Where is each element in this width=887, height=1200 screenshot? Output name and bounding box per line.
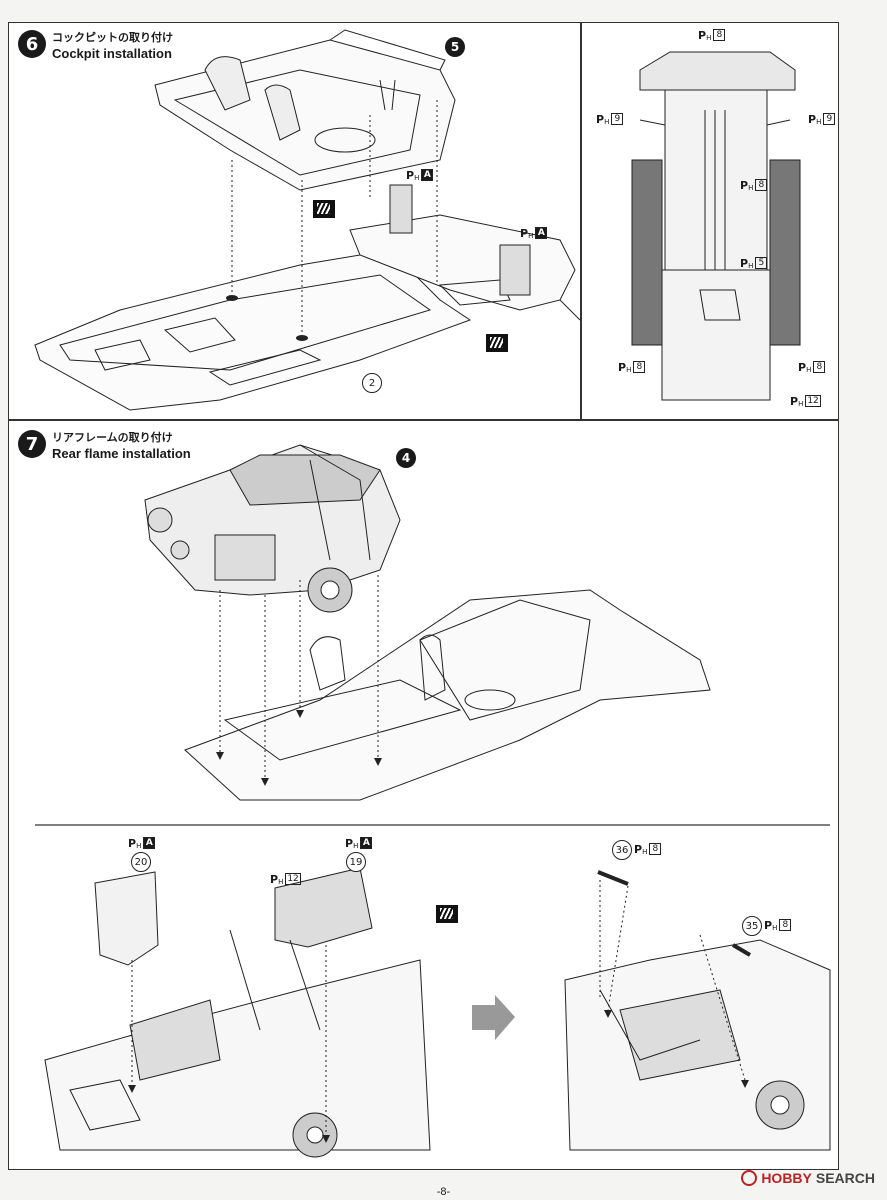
engine-bay-right-illustration [564,870,831,1151]
cement-icon [436,905,458,923]
part-36-callout: 36 [612,840,632,860]
subassembly-4-callout: 4 [396,448,416,468]
hobby-search-watermark: HOBBY SEARCH [741,1170,875,1186]
engine-rear-frame-illustration [144,444,401,613]
step7-title-en: Rear flame installation [52,446,191,461]
watermark-logo-text: HOBBY [761,1170,812,1186]
step7-header: 7 リアフレームの取り付け Rear flame installation [18,430,191,462]
step6-header: 6 コックピットの取り付け Cockpit installation [18,30,173,62]
step6-number: 6 [18,30,46,58]
part-19-callout: 19 [346,852,366,872]
part-35-callout: 35 [742,916,762,936]
chassis-tub-illustration [184,589,711,801]
step7-number: 7 [18,430,46,458]
floor-pan-illustration [34,249,472,411]
cement-icon [313,200,335,218]
part-2-callout: 2 [362,373,382,393]
cockpit-tub-illustration [154,29,456,191]
chassis-top-view-illustration [631,51,801,401]
step6-title-en: Cockpit installation [52,46,172,61]
cement-icon [486,334,508,352]
hobby-search-logo-icon [741,1170,758,1186]
watermark-search-text: SEARCH [815,1170,875,1186]
page-number: -8- [436,1186,451,1198]
front-bulkhead-illustration [349,184,581,321]
part-20-callout: 20 [131,852,151,872]
step6-guide-lines [231,100,438,335]
next-arrow-icon [472,995,515,1040]
subassembly-5-callout: 5 [445,37,465,57]
step7-title-jp: リアフレームの取り付け [52,431,173,444]
step6-title-jp: コックピットの取り付け [52,31,173,44]
step7-guide-lines [219,575,379,778]
engine-bay-left-illustration [44,867,431,1158]
